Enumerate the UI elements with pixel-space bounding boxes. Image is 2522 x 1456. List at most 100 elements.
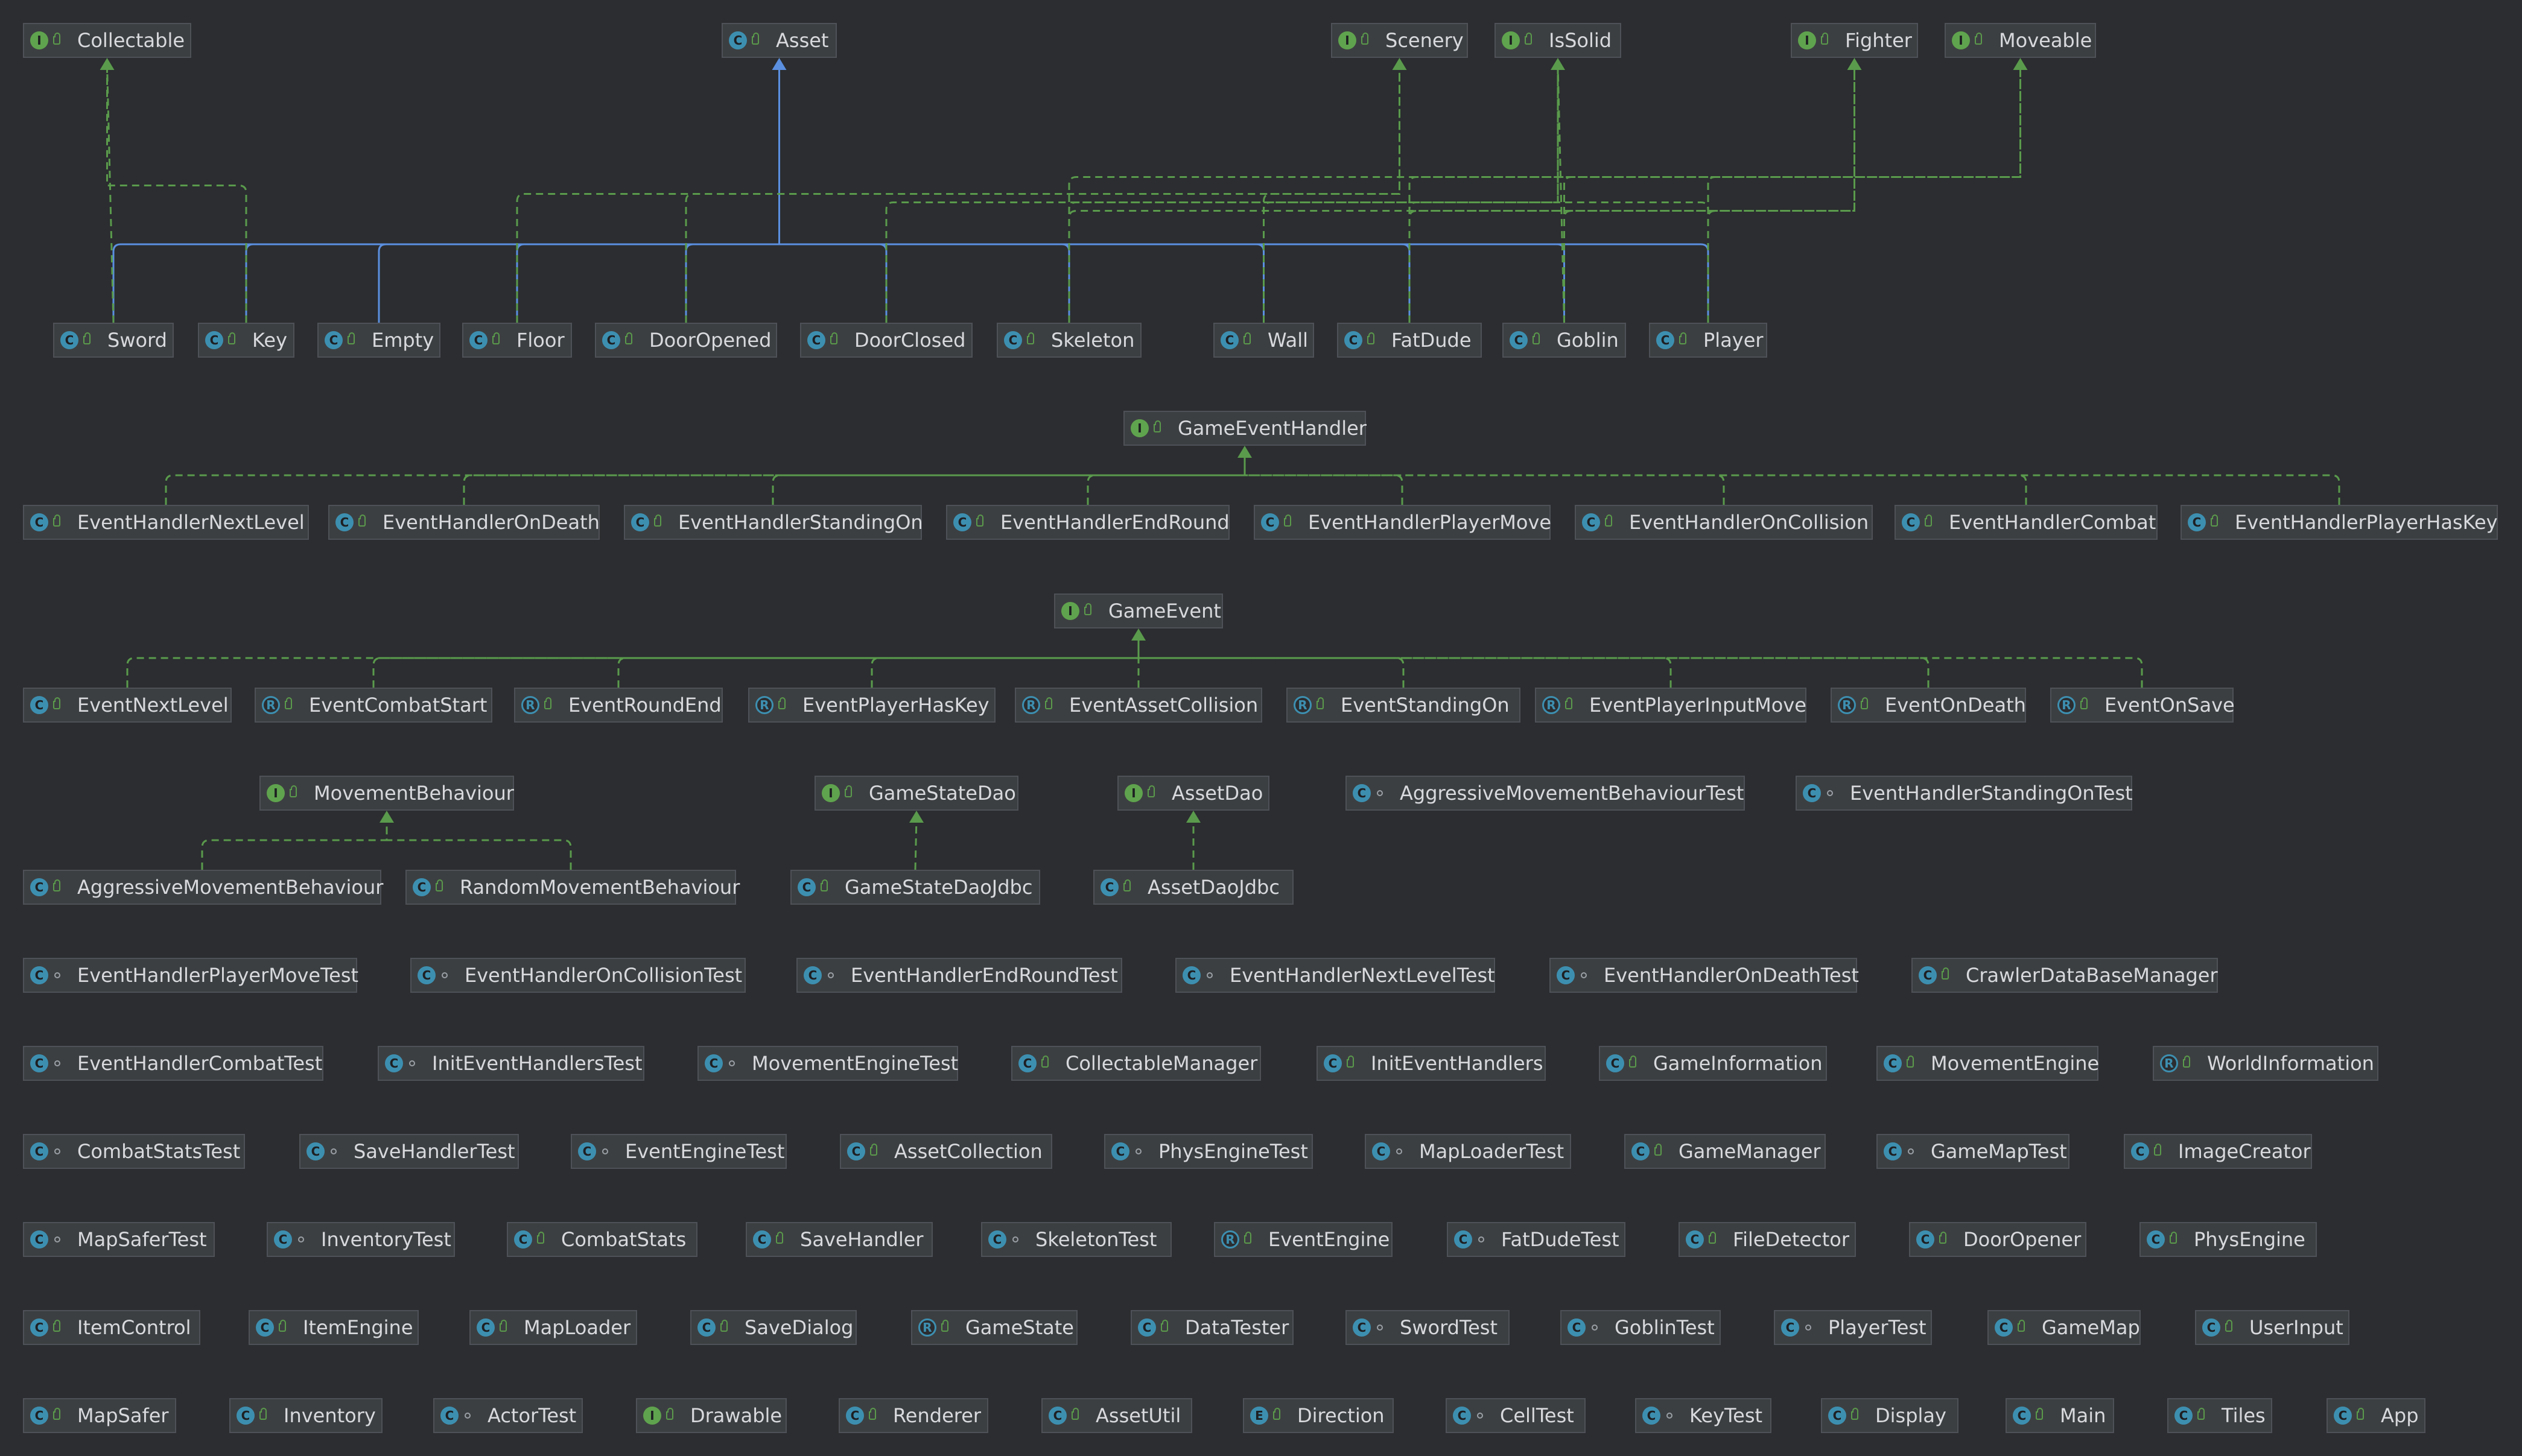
class-node-eventhandlerendround[interactable]: CEventHandlerEndRound bbox=[946, 505, 1230, 540]
class-node-initeventhandlers[interactable]: CInitEventHandlers bbox=[1317, 1046, 1546, 1081]
class-node-inventorytest[interactable]: CInventoryTest bbox=[267, 1222, 455, 1257]
class-node-dooropened[interactable]: CDoorOpened bbox=[595, 323, 777, 358]
class-node-crawlerdatabasemanager[interactable]: CCrawlerDataBaseManager bbox=[1911, 958, 2218, 993]
class-node-eventhandlernextleveltest[interactable]: CEventHandlerNextLevelTest bbox=[1175, 958, 1495, 993]
class-node-assetcollection[interactable]: CAssetCollection bbox=[840, 1134, 1052, 1169]
class-node-eventhandlerplayerhaskey[interactable]: CEventHandlerPlayerHasKey bbox=[2181, 505, 2498, 540]
class-node-fatdude[interactable]: CFatDude bbox=[1337, 323, 1482, 358]
class-node-maploadertest[interactable]: CMapLoaderTest bbox=[1365, 1134, 1571, 1169]
class-node-randommovementbehaviour[interactable]: CRandomMovementBehaviour bbox=[405, 870, 740, 905]
class-node-initeventhandlerstest[interactable]: CInitEventHandlersTest bbox=[378, 1046, 644, 1081]
class-node-wall[interactable]: CWall bbox=[1213, 323, 1314, 358]
class-node-eventplayerhaskey[interactable]: REventPlayerHasKey bbox=[748, 688, 996, 723]
class-node-issolid[interactable]: IIsSolid bbox=[1494, 23, 1621, 58]
class-node-skeletontest[interactable]: CSkeletonTest bbox=[981, 1222, 1172, 1257]
class-node-eventnextlevel[interactable]: CEventNextLevel bbox=[23, 688, 232, 723]
class-node-eventhandlerplayermovetest[interactable]: CEventHandlerPlayerMoveTest bbox=[23, 958, 358, 993]
class-node-eventondeath[interactable]: REventOnDeath bbox=[1831, 688, 2026, 723]
class-node-collectablemanager[interactable]: CCollectableManager bbox=[1011, 1046, 1261, 1081]
class-node-aggressivemovementbehaviour[interactable]: CAggressiveMovementBehaviour bbox=[23, 870, 383, 905]
class-node-savehandler[interactable]: CSaveHandler bbox=[746, 1222, 933, 1257]
class-node-eventenginetest[interactable]: CEventEngineTest bbox=[571, 1134, 787, 1169]
class-node-empty[interactable]: CEmpty bbox=[317, 323, 440, 358]
class-node-aggressivemovementbehaviourtest[interactable]: CAggressiveMovementBehaviourTest bbox=[1345, 776, 1745, 811]
class-node-datatester[interactable]: CDataTester bbox=[1131, 1310, 1294, 1345]
class-node-eventhandlerstandingontest[interactable]: CEventHandlerStandingOnTest bbox=[1796, 776, 2133, 811]
class-node-asset[interactable]: CAsset bbox=[722, 23, 837, 58]
class-node-drawable[interactable]: IDrawable bbox=[636, 1398, 787, 1433]
class-node-tiles[interactable]: CTiles bbox=[2167, 1398, 2272, 1433]
class-node-imagecreator[interactable]: CImageCreator bbox=[2124, 1134, 2312, 1169]
class-node-eventhandlerstandingon[interactable]: CEventHandlerStandingOn bbox=[624, 505, 923, 540]
class-node-sword[interactable]: CSword bbox=[53, 323, 174, 358]
class-node-movementenginetest[interactable]: CMovementEngineTest bbox=[697, 1046, 958, 1081]
class-node-keytest[interactable]: CKeyTest bbox=[1635, 1398, 1771, 1433]
class-node-skeleton[interactable]: CSkeleton bbox=[997, 323, 1142, 358]
class-node-player[interactable]: CPlayer bbox=[1649, 323, 1767, 358]
class-node-gamemanager[interactable]: CGameManager bbox=[1624, 1134, 1826, 1169]
class-node-display[interactable]: CDisplay bbox=[1821, 1398, 1958, 1433]
class-node-main[interactable]: CMain bbox=[2006, 1398, 2114, 1433]
class-node-fatdudetest[interactable]: CFatDudeTest bbox=[1447, 1222, 1625, 1257]
class-node-goblin[interactable]: CGoblin bbox=[1502, 323, 1626, 358]
class-node-eventengine[interactable]: REventEngine bbox=[1214, 1222, 1393, 1257]
class-node-eventhandleroncollision[interactable]: CEventHandlerOnCollision bbox=[1575, 505, 1873, 540]
class-node-app[interactable]: CApp bbox=[2327, 1398, 2425, 1433]
class-node-assetutil[interactable]: CAssetUtil bbox=[1041, 1398, 1192, 1433]
class-node-celltest[interactable]: CCellTest bbox=[1446, 1398, 1586, 1433]
class-node-key[interactable]: CKey bbox=[198, 323, 294, 358]
class-node-movementbehaviour[interactable]: IMovementBehaviour bbox=[259, 776, 514, 811]
class-node-dooropener[interactable]: CDoorOpener bbox=[1909, 1222, 2086, 1257]
class-node-gameinformation[interactable]: CGameInformation bbox=[1599, 1046, 1827, 1081]
class-node-playertest[interactable]: CPlayerTest bbox=[1774, 1310, 1932, 1345]
class-node-fighter[interactable]: IFighter bbox=[1791, 23, 1918, 58]
class-node-eventplayerinputmove[interactable]: REventPlayerInputMove bbox=[1535, 688, 1806, 723]
class-node-doorclosed[interactable]: CDoorClosed bbox=[800, 323, 973, 358]
class-node-direction[interactable]: EDirection bbox=[1243, 1398, 1394, 1433]
class-node-renderer[interactable]: CRenderer bbox=[839, 1398, 988, 1433]
class-node-itemengine[interactable]: CItemEngine bbox=[249, 1310, 419, 1345]
class-node-eventhandlerendroundtest[interactable]: CEventHandlerEndRoundTest bbox=[796, 958, 1122, 993]
class-node-maploader[interactable]: CMapLoader bbox=[469, 1310, 637, 1345]
class-node-inventory[interactable]: CInventory bbox=[229, 1398, 383, 1433]
class-node-eventroundend[interactable]: REventRoundEnd bbox=[514, 688, 723, 723]
class-node-gameeventhandler[interactable]: IGameEventHandler bbox=[1123, 411, 1367, 446]
class-node-eventhandlerplayermove[interactable]: CEventHandlerPlayerMove bbox=[1254, 505, 1551, 540]
class-node-combatstats[interactable]: CCombatStats bbox=[507, 1222, 697, 1257]
class-node-eventhandlerondeath[interactable]: CEventHandlerOnDeath bbox=[328, 505, 600, 540]
class-node-assetdao[interactable]: IAssetDao bbox=[1117, 776, 1269, 811]
class-node-physengine[interactable]: CPhysEngine bbox=[2139, 1222, 2317, 1257]
class-node-eventhandleroncollisiontest[interactable]: CEventHandlerOnCollisionTest bbox=[410, 958, 746, 993]
class-node-eventhandlerondeathtest[interactable]: CEventHandlerOnDeathTest bbox=[1549, 958, 1859, 993]
class-node-eventhandlercombat[interactable]: CEventHandlerCombat bbox=[1895, 505, 2158, 540]
class-node-gamemaptest[interactable]: CGameMapTest bbox=[1876, 1134, 2069, 1169]
class-node-gamestate[interactable]: RGameState bbox=[911, 1310, 1078, 1345]
class-node-combatstatstest[interactable]: CCombatStatsTest bbox=[23, 1134, 245, 1169]
class-node-scenery[interactable]: IScenery bbox=[1331, 23, 1468, 58]
class-node-floor[interactable]: CFloor bbox=[462, 323, 572, 358]
class-node-eventassetcollision[interactable]: REventAssetCollision bbox=[1015, 688, 1262, 723]
class-node-moveable[interactable]: IMoveable bbox=[1945, 23, 2096, 58]
class-node-collectable[interactable]: ICollectable bbox=[23, 23, 191, 58]
class-node-physenginetest[interactable]: CPhysEngineTest bbox=[1104, 1134, 1313, 1169]
class-node-filedetector[interactable]: CFileDetector bbox=[1679, 1222, 1856, 1257]
class-node-worldinformation[interactable]: RWorldInformation bbox=[2153, 1046, 2378, 1081]
class-node-eventcombatstart[interactable]: REventCombatStart bbox=[255, 688, 492, 723]
class-node-mapsafertest[interactable]: CMapSaferTest bbox=[23, 1222, 215, 1257]
class-node-gamestatedao[interactable]: IGameStateDao bbox=[815, 776, 1018, 811]
class-node-gamestatedaojdbc[interactable]: CGameStateDaoJdbc bbox=[790, 870, 1040, 905]
class-node-eventhandlercombattest[interactable]: CEventHandlerCombatTest bbox=[23, 1046, 323, 1081]
class-node-savedialog[interactable]: CSaveDialog bbox=[690, 1310, 857, 1345]
class-node-eventonsave[interactable]: REventOnSave bbox=[2050, 688, 2235, 723]
class-node-actortest[interactable]: CActorTest bbox=[433, 1398, 583, 1433]
class-node-movementengine[interactable]: CMovementEngine bbox=[1876, 1046, 2099, 1081]
class-node-userinput[interactable]: CUserInput bbox=[2195, 1310, 2349, 1345]
class-node-assetdaojdbc[interactable]: CAssetDaoJdbc bbox=[1093, 870, 1294, 905]
class-node-eventhandlernextlevel[interactable]: CEventHandlerNextLevel bbox=[23, 505, 309, 540]
class-node-gamemap[interactable]: CGameMap bbox=[1987, 1310, 2141, 1345]
class-node-itemcontrol[interactable]: CItemControl bbox=[23, 1310, 200, 1345]
class-node-swordtest[interactable]: CSwordTest bbox=[1345, 1310, 1510, 1345]
class-node-goblintest[interactable]: CGoblinTest bbox=[1560, 1310, 1721, 1345]
class-node-mapsafer[interactable]: CMapSafer bbox=[23, 1398, 176, 1433]
class-node-gameevent[interactable]: IGameEvent bbox=[1054, 593, 1223, 628]
